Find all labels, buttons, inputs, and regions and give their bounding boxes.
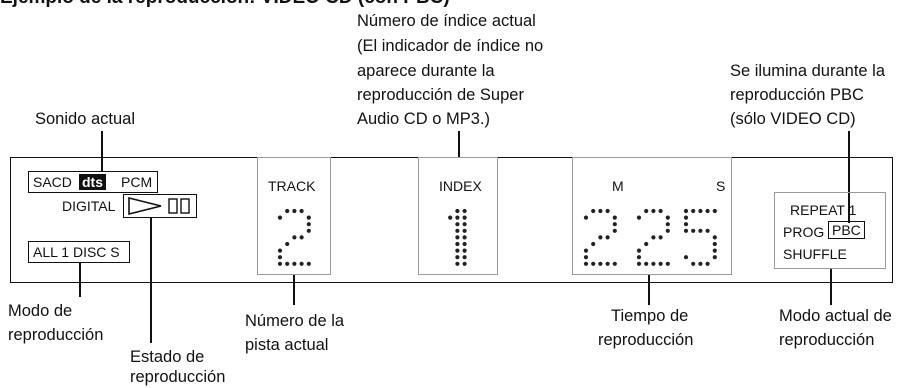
digital-indicator: DIGITAL bbox=[62, 198, 116, 214]
pbc-indicator: PBC bbox=[828, 221, 865, 239]
index-note-line-3: aparece durante la bbox=[357, 62, 495, 80]
leader-current-sound bbox=[101, 131, 103, 171]
minutes-label: M bbox=[612, 178, 624, 194]
play-icon bbox=[128, 197, 162, 215]
play-status-label-1: Estado de bbox=[130, 348, 205, 366]
index-box bbox=[418, 157, 498, 275]
current-sound-label: Sonido actual bbox=[35, 110, 135, 128]
shuffle-indicator: SHUFFLE bbox=[783, 246, 847, 262]
leader-pbc bbox=[848, 131, 850, 223]
play-mode-box bbox=[28, 241, 130, 263]
seconds-ones-digit bbox=[683, 208, 717, 266]
page-heading: Ejemplo de la reproducción: VIDEO CD (co… bbox=[0, 0, 450, 9]
pbc-note-line-3: (sólo VIDEO CD) bbox=[730, 110, 856, 128]
time-box bbox=[572, 157, 732, 275]
index-note-line-2: (El indicador de índice no bbox=[357, 37, 544, 55]
sacd-indicator: SACD bbox=[33, 174, 72, 190]
index-note-line-5: Audio CD o MP3.) bbox=[357, 110, 490, 128]
pbc-note-line-2: reproducción PBC bbox=[730, 86, 864, 104]
seconds-label: S bbox=[716, 178, 726, 194]
play-mode-status-box bbox=[774, 192, 886, 269]
minutes-digit bbox=[583, 208, 617, 266]
leader-play-mode bbox=[79, 263, 81, 297]
play-mode-indicator: ALL 1 DISC S bbox=[33, 244, 120, 260]
playing-time-label-1: Tiempo de bbox=[611, 307, 689, 325]
current-play-mode-label-1: Modo actual de bbox=[779, 307, 892, 325]
pcm-indicator: PCM bbox=[121, 174, 153, 190]
play-mode-label-2: reproducción bbox=[8, 326, 104, 344]
leader-play-status bbox=[150, 218, 152, 343]
current-play-mode-label-2: reproducción bbox=[779, 331, 875, 349]
track-number-label-2: pista actual bbox=[245, 336, 329, 354]
index-digit bbox=[448, 208, 467, 266]
index-note-line-4: reproducción de Super bbox=[357, 86, 524, 104]
dts-indicator: dts bbox=[79, 174, 106, 190]
track-digit bbox=[277, 208, 311, 266]
sound-format-box bbox=[28, 171, 158, 193]
leader-time bbox=[648, 275, 650, 305]
pause-icon bbox=[168, 198, 190, 214]
index-label: INDEX bbox=[439, 178, 482, 194]
leader-index bbox=[458, 131, 460, 157]
pbc-note-line-1: Se ilumina durante la bbox=[730, 62, 886, 80]
play-mode-label-1: Modo de bbox=[8, 302, 73, 320]
index-note-line-1: Número de índice actual bbox=[357, 12, 536, 30]
leader-current-play-mode bbox=[830, 269, 832, 305]
track-box bbox=[257, 157, 331, 275]
track-number-label-1: Número de la bbox=[245, 312, 345, 330]
play-status-label-2: reproducción bbox=[130, 368, 226, 386]
play-status-box bbox=[123, 194, 197, 218]
leader-track bbox=[293, 275, 295, 305]
prog-indicator: PROG bbox=[783, 224, 825, 240]
track-label: TRACK bbox=[268, 178, 316, 194]
repeat-indicator: REPEAT 1 bbox=[790, 202, 857, 218]
playing-time-label-2: reproducción bbox=[598, 331, 694, 349]
seconds-tens-digit bbox=[636, 208, 670, 266]
